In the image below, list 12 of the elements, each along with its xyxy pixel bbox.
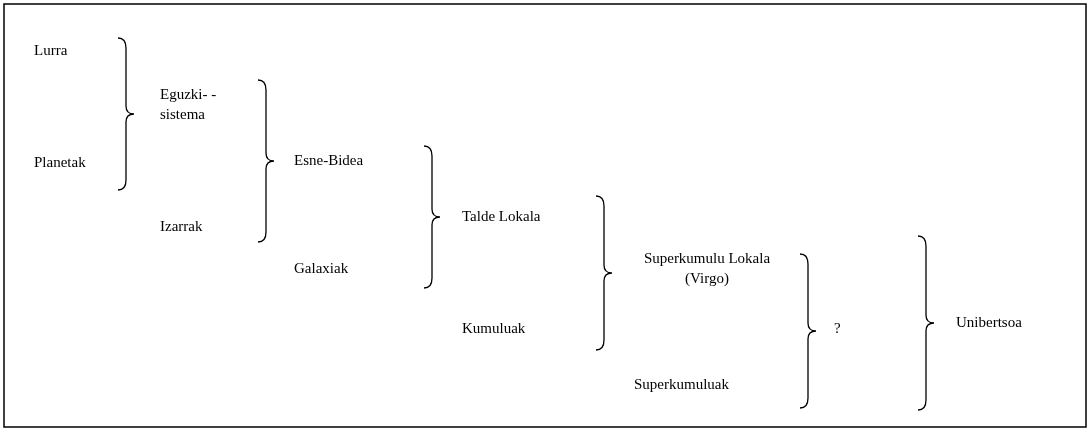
term-label: ? xyxy=(834,319,841,338)
term-label: Lurra xyxy=(34,41,68,60)
term-label: Kumuluak xyxy=(462,319,526,338)
term-label: Unibertsoa xyxy=(956,313,1022,332)
term-label: Esne-Bidea xyxy=(294,151,364,170)
term-label: Izarrak xyxy=(160,217,203,236)
term-label: Eguzki- -sistema xyxy=(160,85,218,124)
term-label: Galaxiak xyxy=(294,259,349,278)
term-label: Superkumulu Lokala (Virgo) xyxy=(642,249,772,288)
term-label: Superkumuluak xyxy=(634,375,729,394)
term-label: Planetak xyxy=(34,153,86,172)
term-label: Talde Lokala xyxy=(462,207,541,226)
